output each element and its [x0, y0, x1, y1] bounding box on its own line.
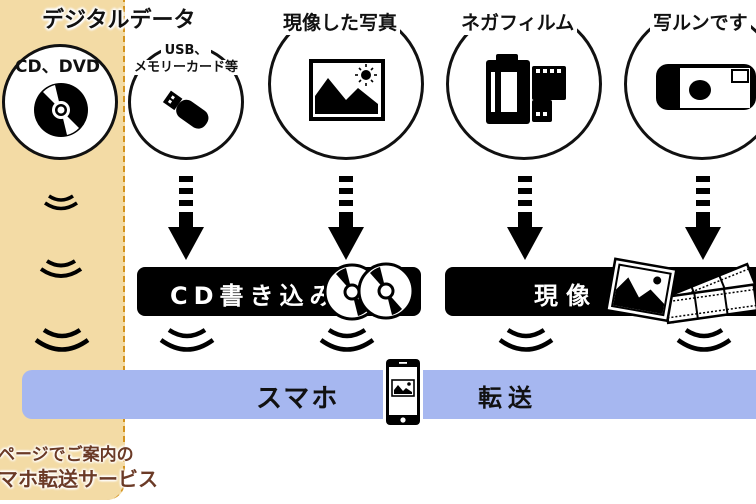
signal-waves-icon [39, 258, 83, 280]
footer-line2: マホ転送サービス [0, 467, 158, 491]
footer-line1: ページでご案内の [0, 445, 134, 465]
signal-waves-icon [498, 327, 554, 355]
smartphone-transfer-bar-left [22, 370, 383, 419]
source-label-usb-line1: USB、 [160, 43, 212, 58]
down-arrow-icon [328, 176, 364, 260]
down-arrow-icon [507, 176, 543, 260]
signal-waves-icon [319, 327, 375, 355]
smartphone-photo-icon [386, 359, 420, 425]
source-label-usb: USB、 メモリーカード等 [128, 42, 244, 76]
disposable-camera-icon [656, 62, 756, 112]
developing-label: 現像 [534, 282, 598, 310]
disc-icon [33, 82, 89, 138]
down-arrow-icon [685, 176, 721, 260]
usb-drive-icon [158, 86, 214, 136]
source-label-cd-dvd: CD、DVD [15, 57, 100, 77]
photo-icon [308, 58, 386, 122]
signal-waves-icon [34, 327, 90, 355]
down-arrow-icon [168, 176, 204, 260]
transfer-label-left: スマホ [256, 384, 340, 414]
source-label-disposable-camera: 写ルンです [650, 8, 751, 35]
smartphone-transfer-bar-right [423, 370, 756, 419]
source-label-usb-line2: メモリーカード等 [133, 60, 238, 75]
two-discs-icon [324, 262, 416, 322]
source-label-photo: 現像した写真 [280, 8, 401, 35]
signal-waves-icon [43, 194, 79, 212]
film-canister-icon [484, 54, 568, 126]
source-label-negative-film: ネガフィルム [458, 8, 578, 35]
photo-and-film-strip-icon [606, 256, 756, 330]
cd-writing-label: CD書き込み [170, 282, 340, 310]
signal-waves-icon [676, 327, 732, 355]
signal-waves-icon [159, 327, 215, 355]
digital-data-heading: デジタルデータ [42, 8, 196, 33]
transfer-label-right: 転送 [478, 384, 538, 412]
